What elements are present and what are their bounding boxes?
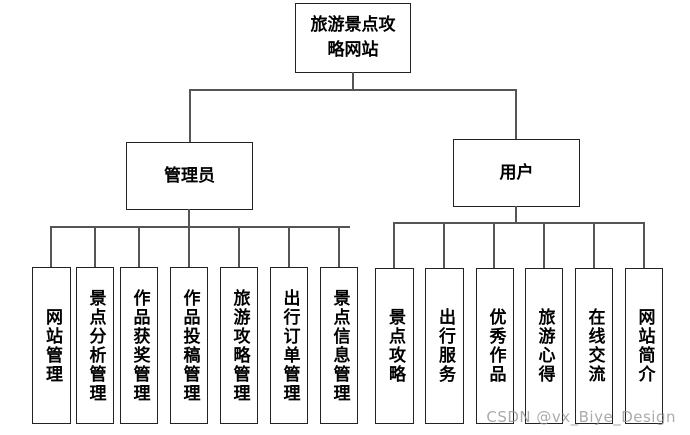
user-child-connector — [543, 222, 545, 268]
root-node: 旅游景点攻略网站 — [295, 3, 411, 73]
admin-child-connector — [288, 226, 290, 267]
user-children-bar — [394, 222, 645, 224]
user-child-connector — [643, 222, 645, 268]
admin-children-bar — [51, 226, 350, 228]
user-child-label: 优秀作品 — [485, 308, 506, 384]
admin-children-connector — [188, 209, 190, 228]
admin-child-label: 网站管理 — [42, 307, 62, 384]
user-node: 用户 — [453, 139, 580, 207]
admin-child-label: 景点信息管理 — [329, 288, 350, 403]
admin-node: 管理员 — [126, 142, 253, 210]
admin-connector — [189, 89, 191, 143]
admin-child-attraction-info: 景点信息管理 — [320, 267, 358, 424]
admin-child-connector — [94, 226, 96, 267]
root-label: 旅游景点攻略网站 — [310, 15, 396, 60]
admin-child-order-management: 出行订单管理 — [270, 267, 308, 424]
user-child-site-intro: 网站简介 — [625, 268, 663, 424]
user-child-connector — [593, 222, 595, 268]
admin-child-attraction-analysis: 景点分析管理 — [76, 267, 114, 424]
admin-child-guide-management: 旅游攻略管理 — [220, 267, 258, 424]
admin-child-award-management: 作品获奖管理 — [120, 267, 158, 424]
admin-child-connector — [238, 226, 240, 267]
user-child-travel-service: 出行服务 — [425, 268, 464, 424]
admin-child-connector — [50, 226, 52, 267]
root-connector — [352, 72, 354, 91]
user-child-excellent-works: 优秀作品 — [476, 268, 514, 424]
watermark: CSDN @vx_Biye_Design — [486, 408, 676, 426]
user-child-label: 旅游心得 — [534, 308, 555, 384]
admin-child-label: 作品投稿管理 — [179, 288, 200, 403]
user-child-connector — [493, 222, 495, 268]
user-child-online-chat: 在线交流 — [575, 268, 613, 424]
user-child-connector — [443, 222, 445, 268]
admin-child-connector — [338, 226, 340, 267]
admin-label: 管理员 — [164, 165, 215, 186]
admin-child-connector — [188, 226, 190, 267]
admin-child-label: 出行订单管理 — [279, 288, 300, 403]
user-child-label: 在线交流 — [584, 308, 605, 384]
user-label: 用户 — [499, 162, 534, 183]
user-child-label: 出行服务 — [435, 308, 455, 384]
user-children-connector — [515, 206, 517, 224]
user-connector — [515, 89, 517, 140]
user-child-travel-notes: 旅游心得 — [525, 268, 563, 424]
user-child-label: 景点攻略 — [385, 308, 405, 384]
admin-child-submission-management: 作品投稿管理 — [170, 267, 208, 424]
admin-child-label: 作品获奖管理 — [129, 288, 150, 403]
admin-child-label: 景点分析管理 — [85, 288, 106, 403]
user-child-attraction-guide: 景点攻略 — [375, 268, 414, 424]
admin-child-label: 旅游攻略管理 — [229, 288, 250, 403]
admin-child-website-management: 网站管理 — [32, 267, 71, 424]
root-branch-bar — [189, 89, 517, 91]
admin-child-connector — [138, 226, 140, 267]
user-child-connector — [393, 222, 395, 268]
user-child-label: 网站简介 — [634, 308, 655, 384]
